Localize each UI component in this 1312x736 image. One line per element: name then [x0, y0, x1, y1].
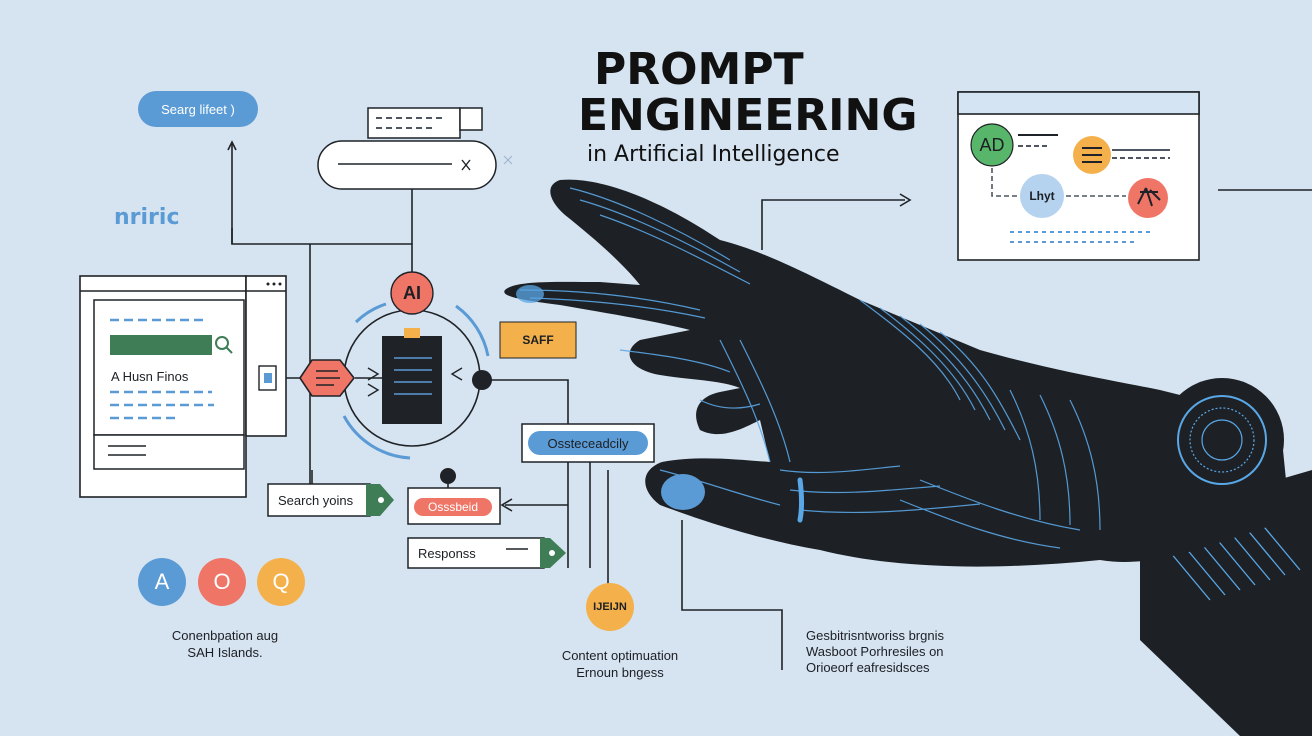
search-tag[interactable] [267, 483, 394, 517]
node-ad-label: AD [979, 134, 1005, 155]
circle-q-icon: Q [272, 569, 290, 594]
ai-badge-label: AI [403, 282, 421, 303]
circle-o-icon: O [213, 569, 231, 594]
red-pill-frame [407, 487, 501, 525]
title-line-1: PROMPT [594, 44, 804, 95]
center-caption-line-2: Ernoun bngess [576, 665, 664, 680]
window-text: A Husn Finos [111, 369, 189, 384]
red-pill[interactable]: Osssbeid [427, 500, 479, 514]
circle-a-icon: A [154, 569, 170, 594]
right-caption-line-1: Gesbitrisntworiss brgnis [806, 628, 944, 643]
search-pill[interactable]: Searg lifeet ) [138, 91, 258, 127]
response-tag-label[interactable]: Responss [418, 546, 476, 561]
top-document-box [367, 107, 483, 139]
search-tag-label[interactable]: Search yoins [278, 493, 354, 508]
decor-x-icon [503, 155, 513, 165]
feedback-pill[interactable]: Ossteceadcily [547, 435, 629, 451]
magnifier-icon[interactable] [215, 336, 233, 354]
safe-tag-label: SAFF [522, 333, 554, 347]
left-circles [138, 558, 305, 606]
response-tag[interactable] [407, 537, 566, 569]
feedback-frame [521, 423, 655, 463]
brand-label: nriric [114, 205, 180, 230]
hexagon-node-icon [299, 359, 356, 397]
orange-badge-label: IJEIJN [593, 601, 627, 613]
subtitle: in Artificial Intelligence [587, 142, 840, 167]
left-browser-window [79, 275, 287, 498]
right-caption-line-2: Wasboot Porhresiles on [806, 644, 944, 659]
node-list-label: Lhyt [1029, 189, 1055, 203]
orange-badge [586, 583, 634, 631]
ai-badge [390, 271, 434, 315]
center-caption-line-1: Content optimuation [561, 648, 679, 663]
right-diagram-window [957, 91, 1200, 261]
ai-target [342, 302, 492, 484]
top-input-bar[interactable] [317, 140, 497, 190]
left-caption-line-1: Conenbpation aug [171, 628, 279, 643]
safe-tag [499, 321, 577, 359]
right-caption-line-3: Orioeorf eafresidsces [806, 660, 930, 675]
left-caption-line-2: SAH Islands. [187, 645, 263, 660]
title-line-2: ENGINEERING [578, 90, 918, 141]
robot-hand [504, 179, 1312, 736]
